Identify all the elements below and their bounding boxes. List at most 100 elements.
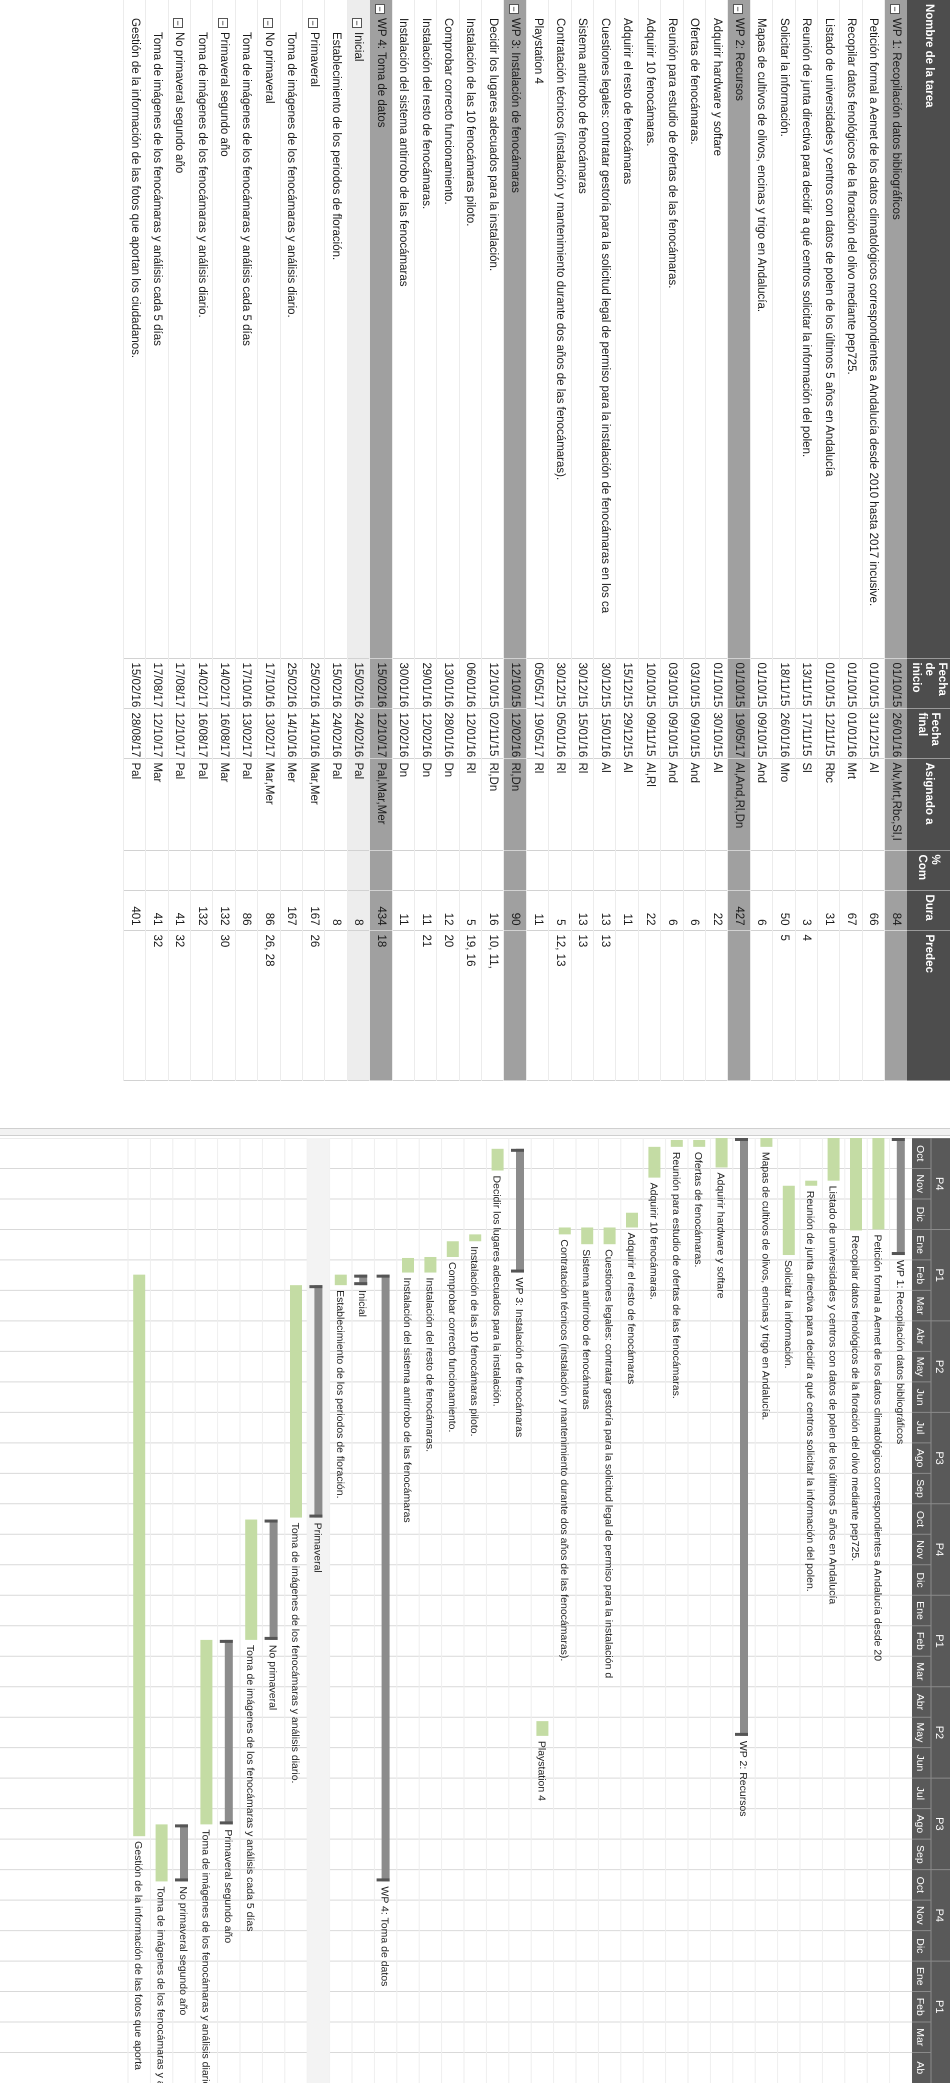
start-date-cell[interactable]: 01/10/15 bbox=[862, 658, 885, 708]
task-name-cell[interactable]: Toma de imágenes de los fenocámaras y an… bbox=[190, 0, 213, 658]
predecessors-cell[interactable] bbox=[839, 930, 863, 1080]
predecessors-cell[interactable] bbox=[392, 930, 415, 1080]
task-bar[interactable] bbox=[402, 1257, 414, 1273]
predecessors-cell[interactable] bbox=[190, 930, 213, 1080]
start-date-cell[interactable]: 06/01/16 bbox=[459, 658, 482, 708]
predecessors-cell[interactable]: 5 bbox=[772, 930, 796, 1080]
task-name-cell[interactable]: Solicitar la información. bbox=[772, 0, 796, 658]
table-row[interactable]: Petición formal a Aemet de los datos cli… bbox=[862, 0, 885, 1080]
duration-cell[interactable]: 12 bbox=[436, 890, 460, 930]
assigned-cell[interactable]: Rl bbox=[459, 758, 482, 850]
percent-complete-cell[interactable] bbox=[884, 850, 907, 890]
assigned-cell[interactable]: Sl bbox=[795, 758, 818, 850]
percent-complete-cell[interactable] bbox=[548, 850, 572, 890]
duration-cell[interactable]: 41 bbox=[145, 890, 169, 930]
percent-complete-cell[interactable] bbox=[257, 850, 281, 890]
table-row[interactable]: Contratación técnicos (instalación y man… bbox=[548, 0, 572, 1080]
assigned-cell[interactable]: Mar,Mer bbox=[257, 758, 281, 850]
duration-cell[interactable]: 8 bbox=[347, 890, 370, 930]
end-date-cell[interactable]: 15/01/16 bbox=[593, 708, 616, 758]
collapse-toggle-icon[interactable]: − bbox=[307, 18, 318, 28]
summary-bar[interactable] bbox=[224, 1639, 233, 1825]
table-row[interactable]: Instalación del resto de fenocámaras.29/… bbox=[414, 0, 437, 1080]
percent-complete-cell[interactable] bbox=[817, 850, 840, 890]
assigned-cell[interactable]: Al bbox=[615, 758, 639, 850]
duration-cell[interactable]: 50 bbox=[772, 890, 796, 930]
assigned-cell[interactable]: Dn bbox=[436, 758, 460, 850]
assigned-cell[interactable]: Rl bbox=[548, 758, 572, 850]
end-date-cell[interactable]: 12/10/17 bbox=[168, 708, 191, 758]
percent-complete-cell[interactable] bbox=[839, 850, 863, 890]
start-date-cell[interactable]: 14/02/17 bbox=[190, 658, 213, 708]
task-bar[interactable] bbox=[670, 1139, 683, 1147]
header-start-date[interactable]: Fecha de inicio bbox=[907, 658, 950, 708]
percent-complete-cell[interactable] bbox=[190, 850, 213, 890]
task-name-cell[interactable]: Adquirir el resto de fenocámaras bbox=[615, 0, 639, 658]
table-row[interactable]: Establecimiento de los periodos de flora… bbox=[324, 0, 348, 1080]
task-name-cell[interactable]: Recopilar datos fenológicos de la florac… bbox=[839, 0, 863, 658]
assigned-cell[interactable]: Mer bbox=[280, 758, 303, 850]
percent-complete-cell[interactable] bbox=[212, 850, 236, 890]
task-bar[interactable] bbox=[200, 1639, 213, 1825]
duration-cell[interactable]: 167 bbox=[280, 890, 303, 930]
duration-cell[interactable]: 31 bbox=[817, 890, 840, 930]
predecessors-cell[interactable] bbox=[526, 930, 549, 1080]
summary-bar[interactable] bbox=[381, 1274, 390, 1882]
percent-complete-cell[interactable] bbox=[615, 850, 639, 890]
assigned-cell[interactable]: Mrt bbox=[839, 758, 863, 850]
end-date-cell[interactable]: 09/11/15 bbox=[638, 708, 661, 758]
end-date-cell[interactable]: 16/08/17 bbox=[212, 708, 236, 758]
task-bar[interactable] bbox=[469, 1234, 482, 1242]
start-date-cell[interactable]: 01/10/15 bbox=[817, 658, 840, 708]
assigned-cell[interactable]: Rl,Dn bbox=[481, 758, 504, 850]
predecessors-cell[interactable]: 32 bbox=[168, 930, 191, 1080]
summary-bar[interactable] bbox=[180, 1824, 188, 1882]
task-bar[interactable] bbox=[491, 1148, 504, 1171]
assigned-cell[interactable]: Rl bbox=[526, 758, 549, 850]
task-name-cell[interactable]: −WP 3: Instalación de fenocámaras bbox=[503, 0, 527, 658]
percent-complete-cell[interactable] bbox=[638, 850, 661, 890]
percent-complete-cell[interactable] bbox=[481, 850, 504, 890]
task-bar[interactable] bbox=[715, 1138, 728, 1168]
predecessors-cell[interactable] bbox=[660, 930, 684, 1080]
collapse-toggle-icon[interactable]: − bbox=[374, 4, 385, 14]
end-date-cell[interactable]: 19/05/17 bbox=[526, 708, 549, 758]
task-name-cell[interactable]: Toma de imágenes de los fenocámaras y an… bbox=[280, 0, 303, 658]
percent-complete-cell[interactable] bbox=[436, 850, 460, 890]
header-task-name[interactable]: Nombre de la tarea bbox=[907, 0, 950, 658]
table-row[interactable]: Cuestiones legales: contratar gestoría p… bbox=[593, 0, 616, 1080]
assigned-cell[interactable]: Al bbox=[593, 758, 616, 850]
collapse-toggle-icon[interactable]: − bbox=[733, 4, 744, 14]
start-date-cell[interactable]: 15/02/16 bbox=[324, 658, 348, 708]
percent-complete-cell[interactable] bbox=[369, 850, 393, 890]
start-date-cell[interactable]: 15/02/16 bbox=[123, 658, 146, 708]
summary-bar[interactable] bbox=[516, 1148, 524, 1273]
task-bar[interactable] bbox=[424, 1256, 437, 1273]
task-name-cell[interactable]: −No primaveral bbox=[257, 0, 281, 658]
duration-cell[interactable]: 22 bbox=[638, 890, 661, 930]
task-name-cell[interactable]: −WP 2: Recursos bbox=[727, 0, 751, 658]
end-date-cell[interactable]: 12/02/16 bbox=[414, 708, 437, 758]
end-date-cell[interactable]: 12/02/16 bbox=[392, 708, 415, 758]
predecessors-cell[interactable] bbox=[280, 930, 303, 1080]
start-date-cell[interactable]: 01/10/15 bbox=[705, 658, 728, 708]
duration-cell[interactable]: 90 bbox=[503, 890, 527, 930]
end-date-cell[interactable]: 12/10/17 bbox=[369, 708, 393, 758]
task-name-cell[interactable]: Instalación del resto de fenocámaras. bbox=[414, 0, 437, 658]
assigned-cell[interactable]: Mar bbox=[145, 758, 169, 850]
predecessors-cell[interactable] bbox=[727, 930, 751, 1080]
header-assigned-to[interactable]: Asignado a bbox=[907, 758, 950, 850]
end-date-cell[interactable]: 15/01/16 bbox=[571, 708, 594, 758]
duration-cell[interactable]: 66 bbox=[862, 890, 885, 930]
duration-cell[interactable]: 11 bbox=[615, 890, 639, 930]
predecessors-cell[interactable]: 12, 13 bbox=[548, 930, 572, 1080]
task-bar[interactable] bbox=[155, 1824, 168, 1882]
